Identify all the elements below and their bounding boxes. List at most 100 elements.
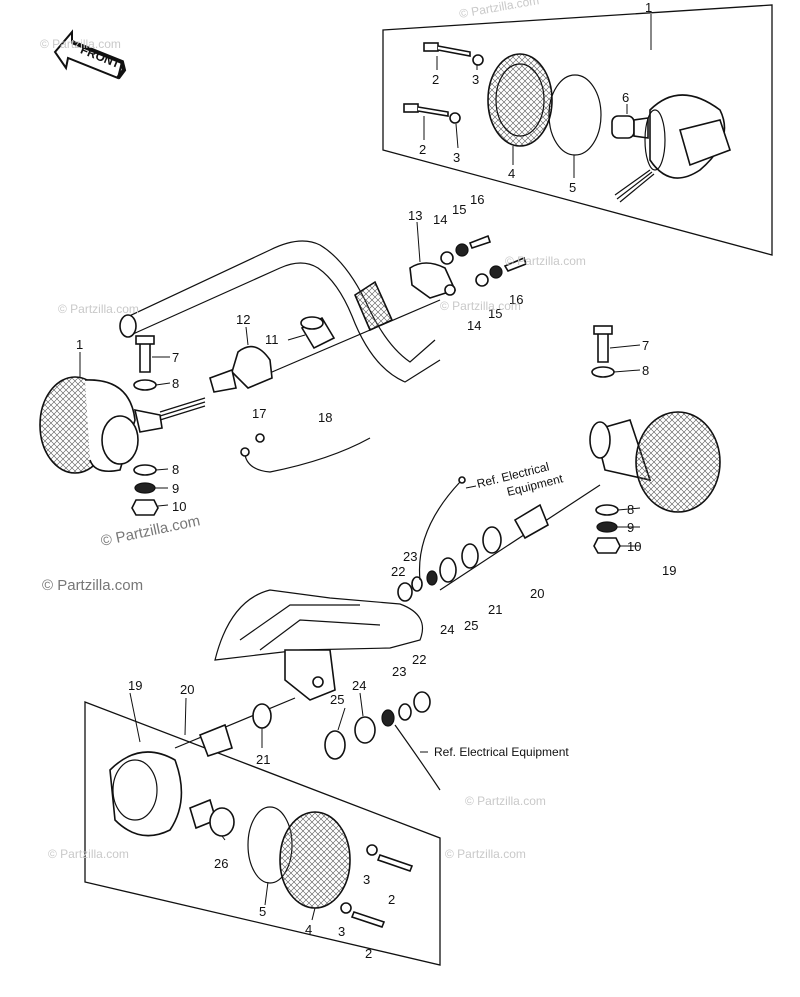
callout-24-up: 24 [440, 622, 454, 637]
callout-12: 12 [236, 312, 250, 327]
callout-19-low: 19 [128, 678, 142, 693]
left-signal-assembly [39, 335, 206, 516]
callout-25-low: 25 [330, 692, 344, 707]
callout-22-low: 22 [412, 652, 426, 667]
clamp-bracket-upper [264, 234, 527, 376]
washer-8-left-a [133, 379, 157, 391]
watermark-faint-8: © Partzilla.com [445, 847, 526, 861]
washer-top-a [472, 54, 484, 66]
callout-9-left: 9 [172, 481, 179, 496]
callout-2-top-a: 2 [432, 72, 439, 87]
callout-numbers: 1 2 3 6 2 3 4 5 13 14 15 16 16 15 14 11 … [76, 0, 676, 961]
bolt-16a [468, 234, 492, 249]
callout-3-low-b: 3 [338, 924, 345, 939]
callout-20-up: 20 [530, 586, 544, 601]
callout-5-low: 5 [259, 904, 266, 919]
handlebar [119, 240, 441, 383]
screw-2-low-a [376, 853, 414, 873]
callout-7-right: 7 [642, 338, 649, 353]
washer-8-right-a [591, 366, 615, 378]
watermark-faint-3: © Partzilla.com [58, 302, 139, 316]
ref-electrical-bottom: Ref. Electrical Equipment [434, 745, 569, 759]
washer-8-left-b [133, 464, 157, 476]
bottom-inset-frame [84, 701, 441, 966]
watermark-main-1: © Partzilla.com [99, 512, 201, 550]
callout-25-up: 25 [464, 618, 478, 633]
bulb-top [611, 115, 649, 139]
bulb-26 [189, 798, 235, 837]
lens-bottom [279, 811, 351, 909]
wire-harness-18 [240, 433, 371, 473]
callout-21-low: 21 [256, 752, 270, 767]
callout-8-right-b: 8 [627, 502, 634, 517]
callout-4-low: 4 [305, 922, 312, 937]
watermark-faint-6: © Partzilla.com [465, 794, 546, 808]
callout-7-left: 7 [172, 350, 179, 365]
watermark-main-2: © Partzilla.com [42, 577, 143, 594]
clamp-12 [209, 345, 273, 393]
callout-1-top: 1 [645, 0, 652, 15]
right-stem-parts [397, 476, 601, 602]
washer-top-b [449, 112, 461, 124]
callout-21-up: 21 [488, 602, 502, 617]
callout-26: 26 [214, 856, 228, 871]
washer-9-left [134, 482, 156, 494]
screw-top-a [423, 42, 471, 57]
bottom-stem-parts [174, 691, 441, 791]
top-inset-frame [382, 4, 773, 256]
callout-3-low-a: 3 [363, 872, 370, 887]
callout-3-top-b: 3 [453, 150, 460, 165]
callout-13: 13 [408, 208, 422, 223]
screw-17 [255, 433, 265, 443]
callout-20-low: 20 [180, 682, 194, 697]
callout-22-up: 22 [391, 564, 405, 579]
callout-8-left-b: 8 [172, 462, 179, 477]
spacer-11 [300, 316, 336, 350]
watermark-faint-1: © Partzilla.com [458, 0, 540, 21]
callout-9-right: 9 [627, 520, 634, 535]
callout-14-b: 14 [467, 318, 481, 333]
watermark-faint-4: © Partzilla.com [440, 299, 521, 313]
callout-1-left: 1 [76, 337, 83, 352]
housing-top [614, 94, 732, 203]
frame-section [214, 589, 424, 701]
screw-2-low-b [350, 911, 386, 928]
callout-17: 17 [252, 406, 266, 421]
washer-15a [455, 243, 469, 257]
callout-8-left-a: 8 [172, 376, 179, 391]
lens-top [487, 53, 553, 147]
screw-top-b [403, 103, 449, 117]
washer-15b [489, 265, 503, 279]
callout-10-left: 10 [172, 499, 186, 514]
washer-3-low-a [366, 844, 378, 856]
callout-16-b: 16 [509, 292, 523, 307]
right-signal-assembly [589, 325, 721, 554]
callout-19-right: 19 [662, 563, 676, 578]
gasket-top [548, 74, 602, 156]
callout-3-top-a: 3 [472, 72, 479, 87]
callout-2-top-b: 2 [419, 142, 426, 157]
watermark-faint-5: © Partzilla.com [505, 254, 586, 268]
washer-3-low-b [340, 902, 352, 914]
callout-6: 6 [622, 90, 629, 105]
callout-2-low-a: 2 [388, 892, 395, 907]
top-signal-assembly [403, 42, 732, 203]
callout-10-right: 10 [627, 539, 641, 554]
callout-leaders [79, 14, 652, 921]
watermark-faint-7: © Partzilla.com [48, 847, 129, 861]
callout-16-a: 16 [470, 192, 484, 207]
callout-24-low: 24 [352, 678, 366, 693]
callout-18: 18 [318, 410, 332, 425]
callout-15-a: 15 [452, 202, 466, 217]
callout-4-top: 4 [508, 166, 515, 181]
callout-11: 11 [265, 332, 279, 347]
callout-8-right-a: 8 [642, 363, 649, 378]
nut-10-right [593, 537, 621, 554]
callout-5-top: 5 [569, 180, 576, 195]
nut-10-left [131, 499, 159, 516]
callout-15-b: 15 [488, 306, 502, 321]
callout-2-low-b: 2 [365, 946, 372, 961]
bottom-signal-assembly [109, 751, 414, 928]
washer-9-right [596, 521, 618, 533]
